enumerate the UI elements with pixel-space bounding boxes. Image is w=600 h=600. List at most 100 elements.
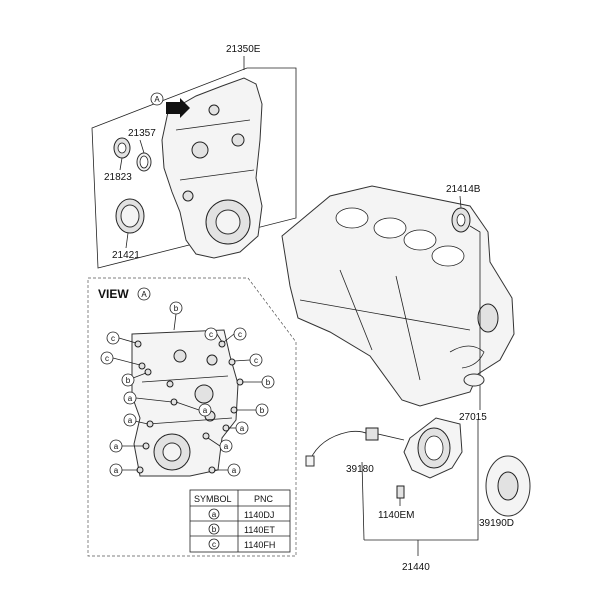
front-view-hole-1 (194, 384, 214, 404)
cover-hole-2 (231, 133, 245, 147)
table-symbol: c (212, 540, 216, 549)
cover-hole-4 (208, 104, 220, 116)
table-symbol-circle (208, 538, 220, 550)
bolt-pos (134, 340, 142, 348)
label-oil-seal: 21823 (104, 172, 132, 183)
leader-c2 (216, 333, 223, 343)
view-a-marker-circle (150, 92, 164, 106)
leader-rear-seal (459, 195, 462, 209)
front-view-hole-3 (206, 354, 218, 366)
cover-hole-3 (182, 190, 194, 202)
label-bolt: 1140EM (378, 510, 415, 521)
leader-front-seal (125, 232, 129, 249)
callout-a: a (123, 391, 137, 405)
svg-text:a: a (224, 442, 229, 451)
svg-text:a: a (114, 466, 119, 475)
leader-seal-small (139, 139, 145, 154)
cylinder-block-part (281, 185, 515, 407)
svg-text:b: b (174, 304, 179, 313)
leader-rear-seal-down (469, 225, 481, 410)
cylinder-bore-2 (373, 217, 407, 239)
view-a-panel: VIEW A (87, 277, 297, 557)
sensor-probe (377, 433, 405, 441)
block-rear-flange (449, 345, 485, 369)
group-outline (91, 67, 297, 269)
callout-b: b (261, 375, 275, 389)
svg-text:c: c (238, 330, 242, 339)
sensor-part (365, 427, 379, 441)
bolt-pos (166, 380, 174, 388)
table-symbol: a (212, 510, 217, 519)
leader-c1 (118, 337, 137, 344)
label-seal-small: 21357 (128, 128, 156, 139)
svg-text:a: a (240, 424, 245, 433)
leader-b1 (173, 313, 177, 331)
callout-c: c (106, 331, 120, 345)
callout-a: a (198, 403, 212, 417)
svg-text:c: c (209, 330, 213, 339)
bolt-pos (202, 432, 210, 440)
svg-text:b: b (266, 378, 271, 387)
leader-a6 (207, 437, 221, 447)
leader-a2 (175, 401, 200, 411)
callout-b: b (121, 373, 135, 387)
block-edge-3 (395, 275, 421, 381)
table-symbol: b (212, 525, 217, 534)
bracket-assy (364, 420, 479, 541)
svg-text:a: a (203, 406, 208, 415)
callout-c: c (249, 353, 263, 367)
bolt-part (396, 485, 405, 499)
seal-small-inner (139, 155, 149, 169)
label-gasket: 27015 (459, 412, 487, 423)
cover-rib-1 (175, 119, 251, 131)
label-sensor: 39180 (346, 464, 374, 475)
leader-c4 (112, 357, 141, 366)
label-assy-bottom: 21440 (402, 562, 430, 573)
rear-assembly: 27015 39180 1140EM 39190D 21440 (305, 373, 531, 573)
table-symbol-circle (208, 523, 220, 535)
callout-c: c (100, 351, 114, 365)
callout-a: a (235, 421, 249, 435)
callout-c: c (233, 327, 247, 341)
leader-c5 (233, 359, 251, 362)
svg-text:a: a (128, 394, 133, 403)
label-front-seal: 21421 (112, 250, 140, 261)
table-header-pnc: PNC (254, 494, 274, 504)
svg-text:c: c (111, 334, 115, 343)
svg-text:b: b (260, 406, 265, 415)
svg-text:a: a (232, 466, 237, 475)
view-a-arrow-icon (166, 98, 190, 118)
sensor-wire (309, 430, 369, 461)
cover-rib-2 (179, 169, 255, 181)
front-seal-inner (120, 204, 140, 228)
callout-a: a (219, 439, 233, 453)
bolt-pos (218, 340, 226, 348)
svg-text:a: a (128, 416, 133, 425)
callout-a: a (123, 413, 137, 427)
table-pnc: 1140FH (244, 540, 275, 550)
callout-c: c (204, 327, 218, 341)
cylinder-bore-1 (335, 207, 369, 229)
bolt-positions (134, 340, 244, 474)
front-view-hole-2 (173, 349, 187, 363)
rear-seal-inner (456, 213, 466, 227)
table-pnc: 1140ET (244, 525, 275, 535)
drive-plate-hub (497, 471, 519, 501)
leader-oil-seal (119, 157, 123, 171)
table-header-symbol: SYMBOL (194, 494, 232, 504)
table-pnc: 1140DJ (244, 510, 274, 520)
cover-bore-inner (215, 209, 241, 235)
svg-text:a: a (114, 442, 119, 451)
svg-text:c: c (105, 354, 109, 363)
svg-text:b: b (126, 376, 131, 385)
block-edge-2 (339, 269, 373, 351)
leader-sensor (361, 461, 365, 541)
leader-c3 (223, 333, 235, 343)
view-panel-outline (87, 277, 297, 557)
callouts: b c c c c c b b a a b a a a a a a (100, 301, 275, 477)
front-view-rib-1 (141, 375, 229, 383)
seal-housing-inner (424, 435, 444, 461)
callout-a: a (227, 463, 241, 477)
view-title-marker-circle (137, 287, 151, 301)
